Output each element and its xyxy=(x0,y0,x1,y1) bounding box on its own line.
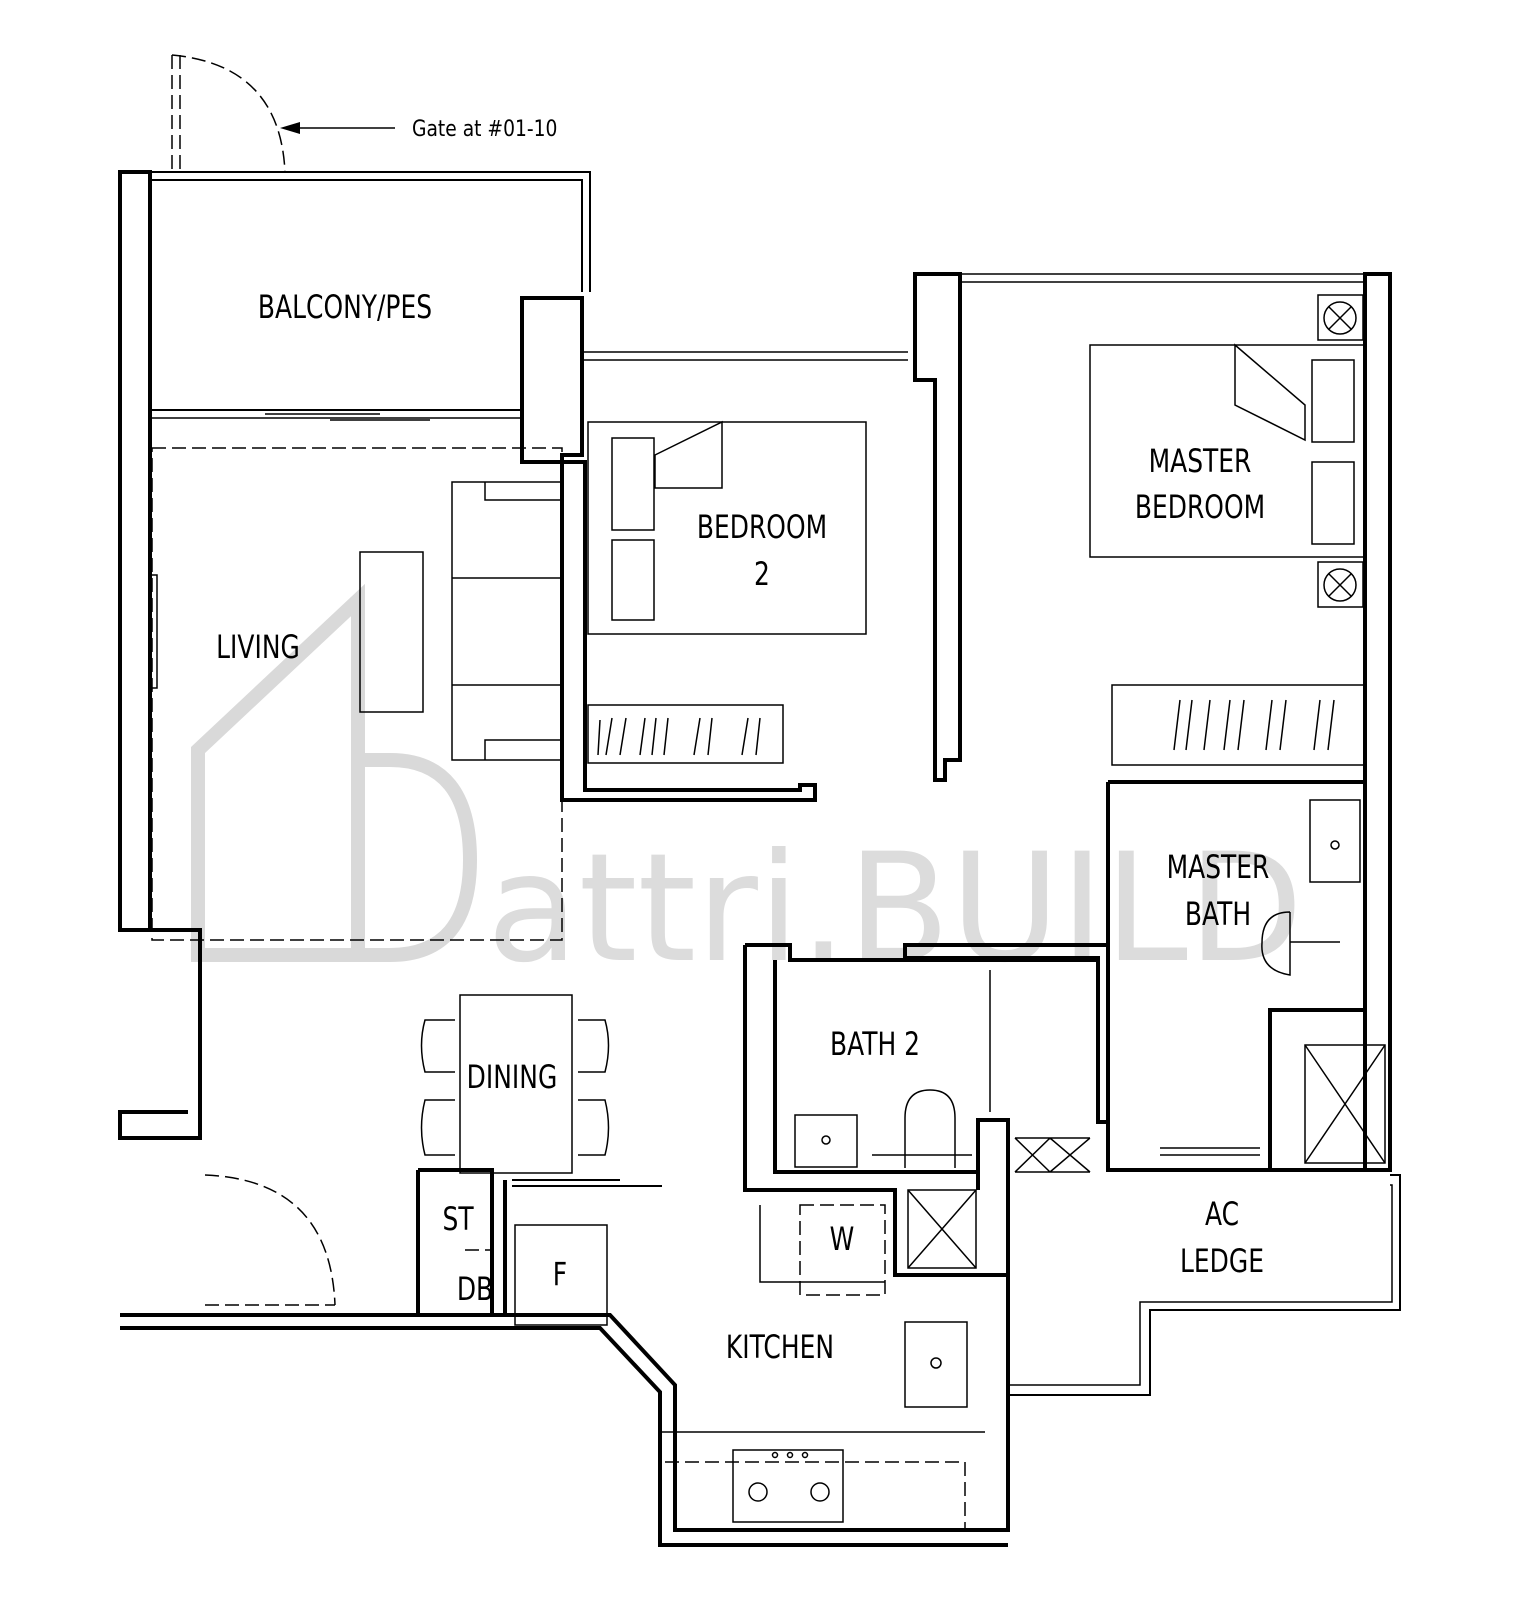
watermark-d-icon xyxy=(358,753,478,962)
label-bath2: BATH 2 xyxy=(830,1025,920,1063)
hob-icon xyxy=(732,1449,844,1523)
toilet-icon xyxy=(1261,911,1340,976)
watermark-text: attri.BUILD xyxy=(487,822,1304,996)
chair-icon xyxy=(578,1099,610,1156)
tv-icon xyxy=(150,574,158,689)
label-master-line1: MASTER xyxy=(1149,442,1252,480)
label-washer: W xyxy=(830,1220,855,1258)
vent-icon xyxy=(907,1189,977,1269)
bed-icon xyxy=(1089,344,1366,558)
master-bath-fixtures xyxy=(1160,799,1386,1164)
watermark-house-icon xyxy=(191,583,365,962)
arrow-left-icon xyxy=(280,122,300,134)
gate-note: Gate at #01-10 xyxy=(412,116,557,142)
living-zone xyxy=(151,447,563,941)
walls xyxy=(118,170,1401,1547)
aircon-icon xyxy=(1317,561,1364,608)
sink-icon xyxy=(904,1321,968,1408)
master-furniture xyxy=(1089,294,1366,766)
chair-icon xyxy=(420,1019,455,1073)
wardrobe-icon xyxy=(587,704,784,764)
label-master-line2: BEDROOM xyxy=(1135,488,1265,526)
washer-icon xyxy=(799,1204,886,1296)
kitchen-fixtures xyxy=(514,1189,977,1523)
label-fridge: F xyxy=(553,1255,567,1293)
label-master-bath-line2: BATH xyxy=(1185,895,1251,933)
sofa-icon xyxy=(451,481,563,761)
watermark-logo: attri.BUILD xyxy=(191,583,1304,996)
label-dining: DINING xyxy=(467,1058,558,1096)
toilet-icon xyxy=(904,1089,956,1168)
wardrobe-icon xyxy=(1111,684,1366,766)
aircon-icon xyxy=(1317,294,1364,341)
label-store: ST xyxy=(443,1200,474,1238)
label-living: LIVING xyxy=(216,628,300,666)
bath2-fixtures xyxy=(794,970,1091,1173)
bed-icon xyxy=(587,421,867,635)
label-bedroom2-line2: 2 xyxy=(754,555,770,593)
dining-furniture xyxy=(420,994,662,1187)
bedroom2-furniture xyxy=(587,420,867,764)
label-db: DB xyxy=(457,1270,493,1308)
coffee-table xyxy=(359,551,424,713)
shower-icon xyxy=(1304,1044,1386,1164)
fridge-icon xyxy=(514,1224,608,1326)
basin-icon xyxy=(794,1114,858,1168)
chair-icon xyxy=(578,1019,610,1073)
label-ac-line1: AC xyxy=(1205,1195,1239,1233)
label-kitchen: KITCHEN xyxy=(726,1328,834,1366)
chair-icon xyxy=(420,1099,455,1156)
room-labels: BALCONY/PES LIVING BEDROOM 2 MASTER BEDR… xyxy=(216,288,1269,1366)
label-balcony: BALCONY/PES xyxy=(258,288,432,326)
vent-icon xyxy=(1014,1137,1091,1173)
label-master-bath-line1: MASTER xyxy=(1167,848,1270,886)
label-ac-line2: LEDGE xyxy=(1180,1242,1264,1280)
dining-table xyxy=(459,994,573,1174)
gate: Gate at #01-10 xyxy=(171,54,557,173)
label-bedroom2-line1: BEDROOM xyxy=(697,508,827,546)
living-furniture xyxy=(150,447,563,941)
basin-icon xyxy=(1309,799,1361,883)
